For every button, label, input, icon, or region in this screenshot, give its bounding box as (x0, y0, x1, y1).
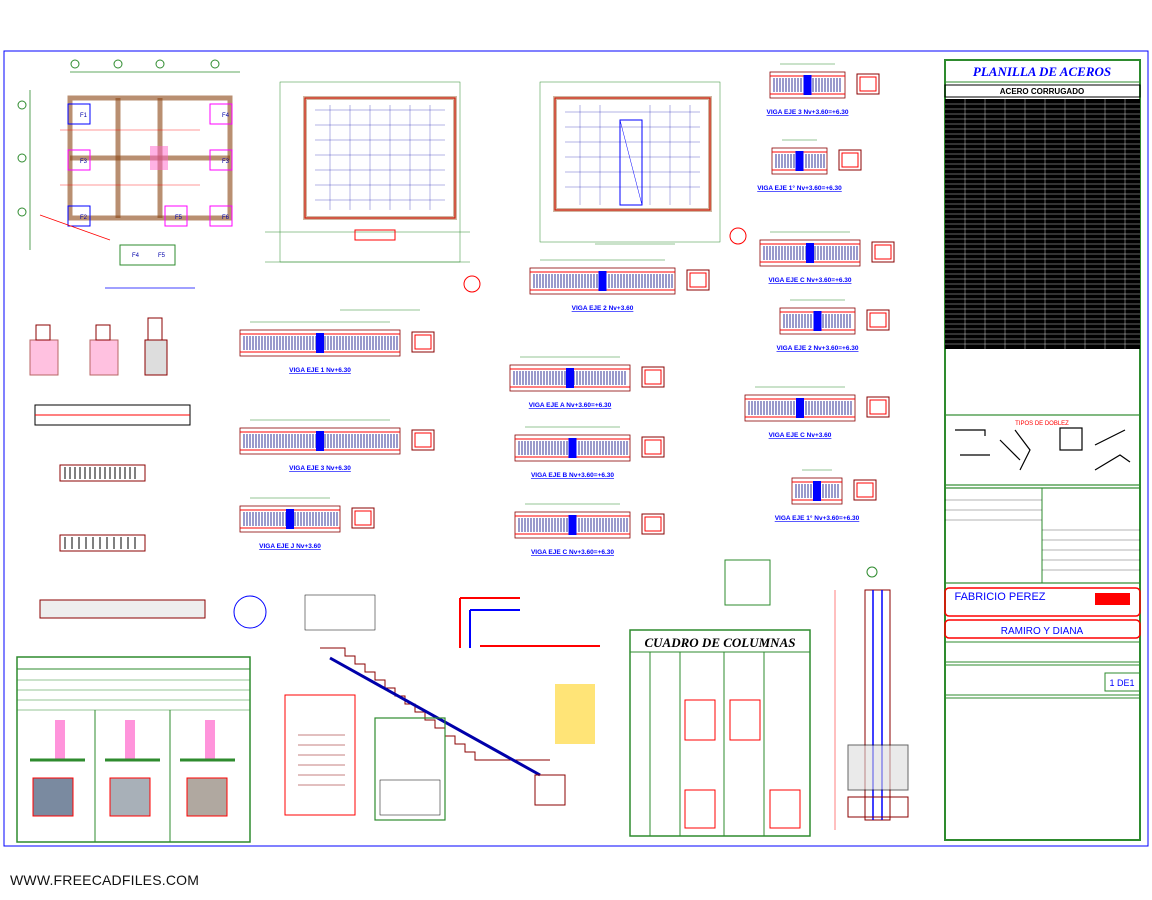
beam-label: VIGA EJE 3 Nv+6.30 (289, 465, 351, 472)
columns-table-frame (629, 629, 811, 837)
footing-table (16, 656, 251, 843)
slab-plan-1 (265, 81, 481, 311)
beam-elevation: VIGA EJE C Nv+3.60=+6.30 (514, 503, 665, 556)
beam-label: VIGA EJE 1 Nv+6.30 (289, 367, 351, 374)
beam-label: VIGA EJE 1° Nv+3.60=+6.30 (757, 184, 842, 192)
slab-plan-2 (539, 81, 747, 245)
svg-text:F4: F4 (132, 253, 140, 259)
client-name: RAMIRO Y DIANA (1001, 626, 1084, 637)
columns-table-title: CUADRO DE COLUMNAS (645, 635, 796, 650)
beam-label: VIGA EJE B Nv+3.60=+6.30 (531, 472, 614, 479)
beam-elevation: VIGA EJE A Nv+3.60=+6.30 (509, 356, 665, 409)
svg-text:F4: F4 (222, 113, 230, 119)
svg-text:F3: F3 (80, 159, 88, 165)
beam-label: VIGA EJE C Nv+3.60 (769, 432, 832, 439)
footing-details (29, 317, 267, 629)
beam-label: VIGA EJE A Nv+3.60=+6.30 (529, 402, 612, 409)
beam-label: VIGA EJE C Nv+3.60=+6.30 (531, 549, 614, 556)
svg-text:F5: F5 (158, 253, 166, 259)
beam-elevation: VIGA EJE 2 Nv+3.60 (529, 259, 710, 312)
svg-text:F1: F1 (80, 113, 88, 119)
beam-elevation: VIGA EJE C Nv+3.60 (744, 386, 890, 439)
beam-elevation: VIGA EJE 1° Nv+3.60=+6.30 (775, 469, 877, 522)
beam-elevation: VIGA EJE J Nv+3.60 (239, 497, 375, 550)
beam-elevation: VIGA EJE 2 Nv+3.60=+6.30 (777, 299, 890, 352)
svg-text:F6: F6 (222, 215, 230, 221)
planilla-title: PLANILLA DE ACEROS (973, 64, 1111, 79)
misc-details (304, 559, 771, 648)
planilla-subtitle: ACERO CORRUGADO (1000, 87, 1084, 96)
beam-elevation: VIGA EJE 1 Nv+6.30 (239, 321, 435, 374)
svg-text:F2: F2 (80, 215, 88, 221)
svg-text:F5: F5 (175, 215, 183, 221)
beam-label: VIGA EJE 2 Nv+3.60 (572, 305, 634, 312)
beam-label: VIGA EJE J Nv+3.60 (259, 543, 321, 550)
beam-label: VIGA EJE 2 Nv+3.60=+6.30 (777, 345, 859, 352)
sheet-number: 1 DE1 (1109, 678, 1134, 688)
foundation-plan: F1 F4 F3 F3 F2 F5 F6 F4 F5 (17, 59, 240, 289)
beam-elevation: VIGA EJE 1° Nv+3.60=+6.30 (757, 139, 862, 192)
author-name: FABRICIO PEREZ (954, 591, 1045, 603)
beam-label: VIGA EJE 3 Nv+3.60=+6.30 (767, 109, 849, 116)
beam-label: VIGA EJE C Nv+3.60=+6.30 (768, 277, 851, 284)
tipos-doblez-title: TIPOS DE DOBLEZ (1015, 421, 1069, 427)
title-block (944, 59, 1141, 841)
beam-elevation: VIGA EJE 3 Nv+3.60=+6.30 (767, 63, 880, 116)
sheet-border (3, 50, 1149, 847)
column-elevation (834, 566, 909, 830)
beam-elevation: VIGA EJE C Nv+3.60=+6.30 (759, 231, 895, 284)
beam-label: VIGA EJE 1° Nv+3.60=+6.30 (775, 514, 860, 522)
stair-detail (284, 647, 595, 821)
beam-elevation: VIGA EJE 3 Nv+6.30 (239, 419, 435, 472)
beam-elevation: VIGA EJE B Nv+3.60=+6.30 (514, 426, 665, 479)
watermark-text: WWW.FREECADFILES.COM (10, 872, 200, 888)
svg-text:F3: F3 (222, 159, 230, 165)
